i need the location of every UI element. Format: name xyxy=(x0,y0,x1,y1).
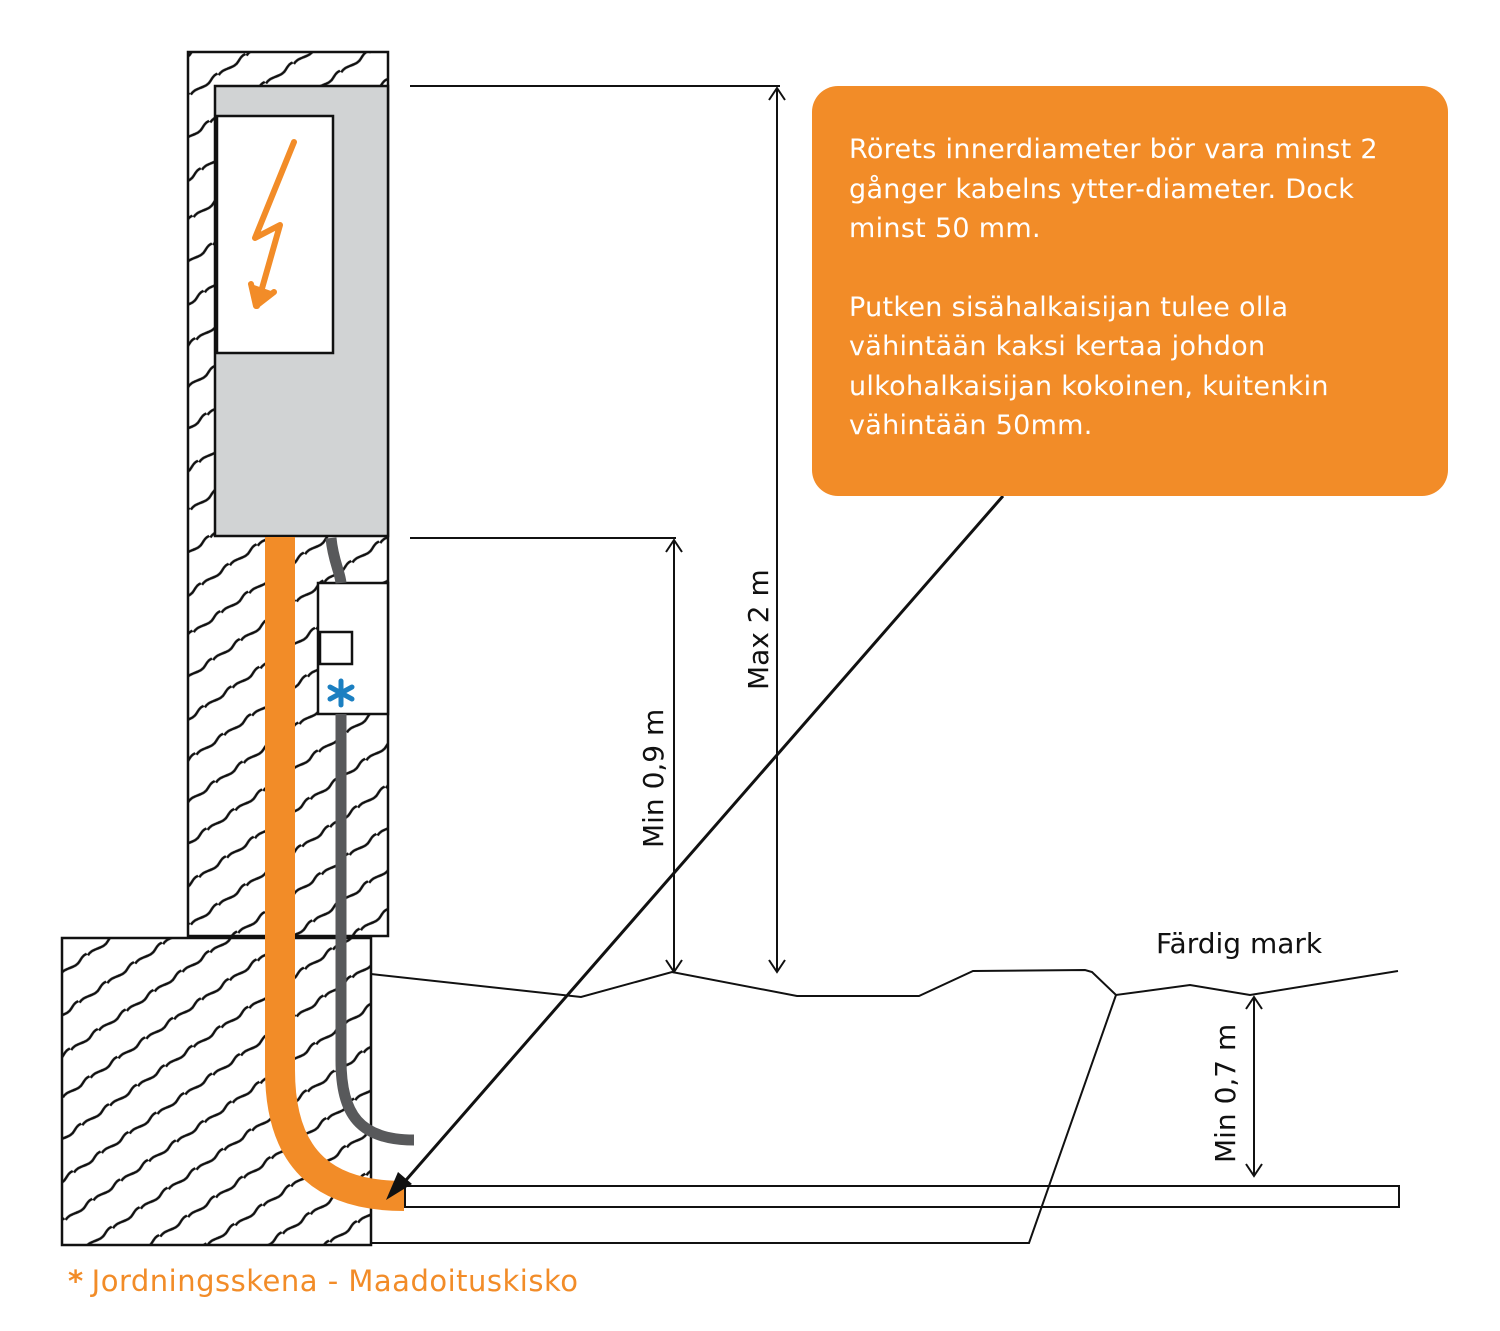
foundation-block xyxy=(60,936,373,1247)
min-depth-label: Min 0,7 m xyxy=(1209,1023,1242,1163)
footnote-asterisk: * xyxy=(68,1264,84,1298)
info-text-swedish: Rörets innerdiameter bör vara minst 2 gå… xyxy=(849,134,1378,244)
ground-label: Färdig mark xyxy=(1156,927,1323,960)
min-height-arrow xyxy=(665,538,683,974)
grounding-terminal xyxy=(318,630,354,666)
max-height-arrow xyxy=(768,86,786,974)
lightning-bolt-icon xyxy=(248,139,297,309)
info-text-finnish: Putken sisähalkaisijan tulee olla vähint… xyxy=(849,291,1329,442)
min-height-label: Min 0,9 m xyxy=(637,708,670,848)
footnote: *Jordningsskena - Maadoituskisko xyxy=(68,1264,578,1298)
power-cable xyxy=(265,537,405,1211)
callout-pointer-arrow xyxy=(386,495,1005,1200)
asterisk-icon xyxy=(327,678,355,708)
finished-ground-line xyxy=(370,968,1399,999)
max-height-label: Max 2 m xyxy=(742,569,775,690)
footnote-text: Jordningsskena - Maadoituskisko xyxy=(91,1264,579,1298)
min-depth-arrow xyxy=(1245,995,1263,1178)
info-callout: Rörets innerdiameter bör vara minst 2 gå… xyxy=(812,86,1448,496)
protection-pipe xyxy=(404,1185,1400,1208)
trench-edge xyxy=(371,994,1117,1244)
grounding-cable xyxy=(325,537,415,1146)
